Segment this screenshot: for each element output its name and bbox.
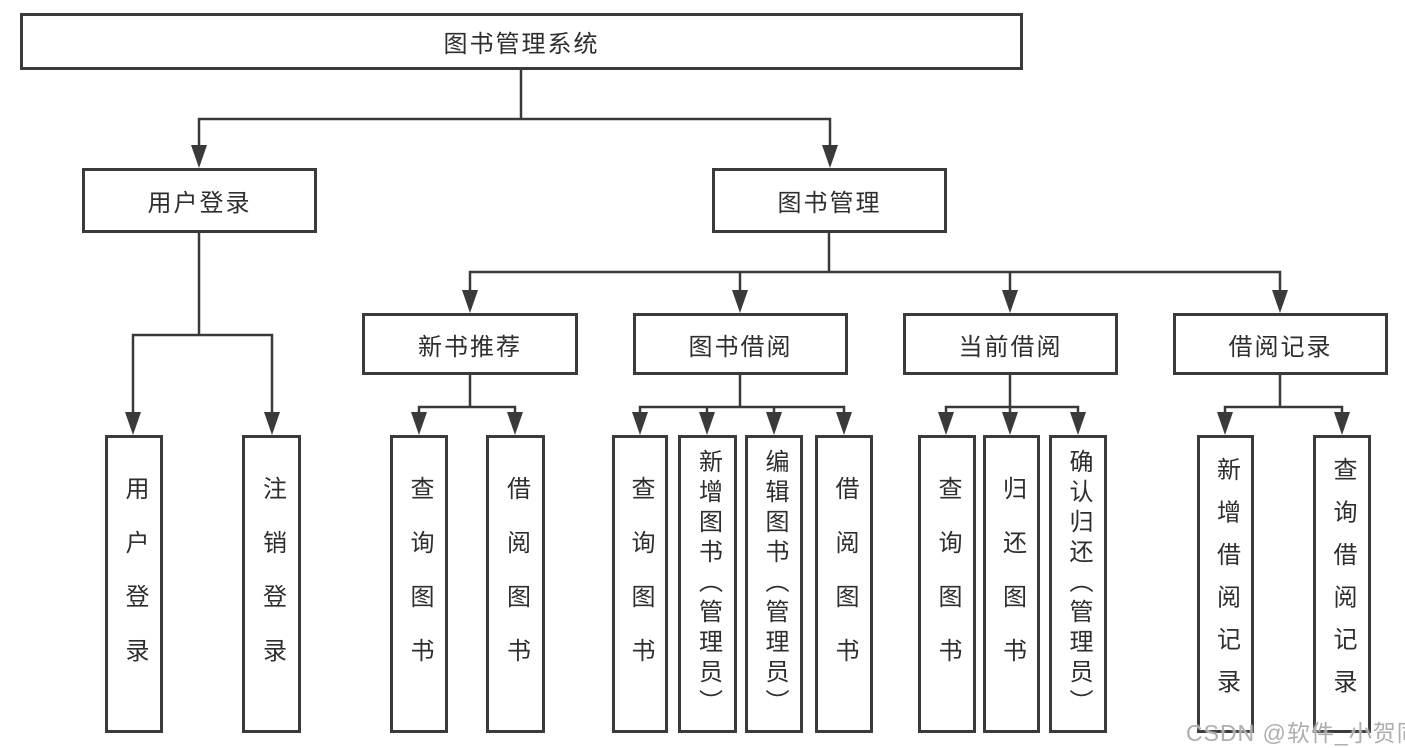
arrowhead-down-icon (1217, 412, 1233, 435)
leaf-logout: 注销登录 (242, 435, 301, 733)
leaf-logout-label: 注销登录 (258, 476, 286, 692)
arrowhead-down-icon (1002, 290, 1018, 313)
arrowhead-down-icon (125, 412, 141, 435)
arrowhead-down-icon (632, 412, 648, 435)
connector-line (197, 117, 832, 150)
leaf-add-borrow-record-label: 新增借阅记录 (1212, 456, 1240, 712)
leaf-user-login: 用户登录 (105, 435, 163, 733)
leaf-borrow-books-2-label: 借阅图书 (831, 476, 858, 692)
arrowhead-down-icon (1002, 412, 1018, 435)
node-root: 图书管理系统 (20, 13, 1023, 70)
arrowhead-down-icon (507, 412, 523, 435)
arrowhead-down-icon (411, 412, 427, 435)
node-root-label: 图书管理系统 (443, 31, 600, 58)
leaf-query-books-3-label: 查询图书 (934, 476, 961, 692)
node-current-borrow-label: 当前借阅 (958, 333, 1063, 361)
node-new-book-recommend: 新书推荐 (362, 313, 578, 375)
node-current-borrow: 当前借阅 (903, 313, 1118, 375)
leaf-edit-books-admin: 编辑图书（管理员） (745, 435, 803, 733)
arrowhead-down-icon (699, 412, 715, 435)
arrowhead-down-icon (836, 412, 852, 435)
node-user-login: 用户登录 (82, 168, 317, 233)
connector-line (944, 405, 1080, 416)
leaf-borrow-books-2: 借阅图书 (815, 435, 873, 733)
arrowhead-down-icon (1070, 412, 1086, 435)
leaf-borrow-books-1: 借阅图书 (486, 435, 545, 733)
watermark: CSDN @软件_小贺同学 (1186, 720, 1405, 746)
node-borrow-records-label: 借阅记录 (1228, 333, 1333, 361)
leaf-add-books-admin: 新增图书（管理员） (678, 435, 737, 733)
node-book-borrow: 图书借阅 (633, 313, 848, 375)
leaf-user-login-label: 用户登录 (121, 476, 148, 692)
arrowhead-down-icon (1334, 412, 1350, 435)
leaf-query-books-1-label: 查询图书 (406, 476, 433, 692)
arrowhead-down-icon (264, 412, 280, 435)
arrowhead-down-icon (462, 290, 478, 313)
leaf-return-books: 归还图书 (983, 435, 1040, 733)
connector-line (1223, 405, 1344, 416)
node-borrow-records: 借阅记录 (1173, 313, 1388, 375)
node-user-login-label: 用户登录 (147, 190, 252, 217)
leaf-query-books-1: 查询图书 (390, 435, 448, 733)
connector-line (131, 333, 274, 417)
connector-line (417, 405, 517, 416)
leaf-confirm-return-admin: 确认归还（管理员） (1049, 435, 1107, 733)
arrowhead-down-icon (732, 290, 748, 313)
arrowhead-down-icon (1272, 290, 1288, 313)
leaf-return-books-label: 归还图书 (998, 476, 1026, 692)
node-book-management-label: 图书管理 (777, 190, 882, 217)
leaf-confirm-return-admin-label: 确认归还（管理员） (1065, 449, 1092, 719)
arrowhead-down-icon (191, 145, 207, 168)
leaf-query-books-3: 查询图书 (918, 435, 976, 733)
node-book-borrow-label: 图书借阅 (688, 333, 793, 361)
arrowhead-down-icon (766, 412, 782, 435)
leaf-query-books-2-label: 查询图书 (627, 476, 654, 692)
leaf-add-books-admin-label: 新增图书（管理员） (694, 449, 722, 719)
arrowhead-down-icon (822, 145, 838, 168)
connector-line (468, 270, 1282, 295)
leaf-query-books-2: 查询图书 (612, 435, 668, 733)
leaf-edit-books-admin-label: 编辑图书（管理员） (761, 449, 788, 719)
leaf-query-borrow-record: 查询借阅记录 (1313, 435, 1371, 733)
node-new-book-recommend-label: 新书推荐 (418, 333, 522, 361)
leaf-borrow-books-1-label: 借阅图书 (502, 476, 530, 692)
connector-line (638, 405, 846, 416)
arrowhead-down-icon (938, 412, 954, 435)
node-book-management: 图书管理 (712, 168, 947, 233)
leaf-query-borrow-record-label: 查询借阅记录 (1329, 456, 1356, 712)
leaf-add-borrow-record: 新增借阅记录 (1197, 435, 1254, 733)
